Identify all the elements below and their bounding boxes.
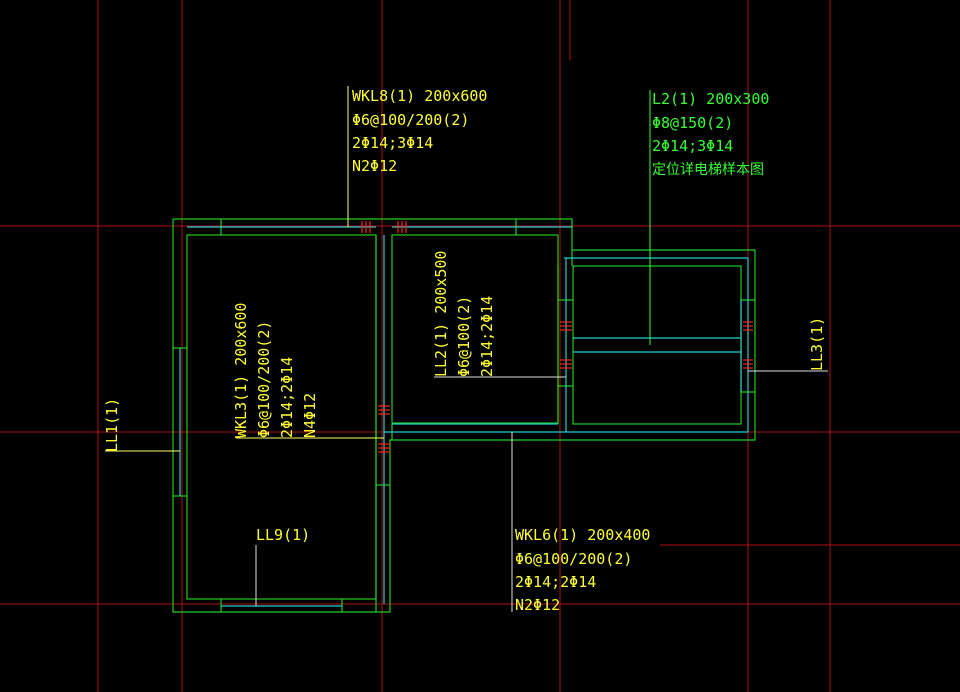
wkl6-line1: WKL6(1) 200x400 [515, 526, 650, 544]
wkl6-line4: N2Φ12 [515, 596, 560, 614]
wkl3-line2: Φ6@100/200(2) [255, 321, 273, 438]
annotation-wkl8: WKL8(1) 200x600 Φ6@100/200(2) 2Φ14;3Φ14 … [352, 87, 487, 175]
annotation-ll2: LL2(1) 200x500 Φ6@100(2) 2Φ14;2Φ14 [432, 251, 496, 377]
wkl3-line4: N4Φ12 [301, 393, 319, 438]
annotation-ll9: LL9(1) [256, 526, 310, 544]
outer-wall-outline [172, 218, 756, 613]
wkl8-line4: N2Φ12 [352, 157, 397, 175]
rebar-mark-right-1 [560, 321, 572, 331]
rebar-marks [361, 221, 753, 453]
rebar-mark-right-2 [560, 359, 572, 369]
beams [179, 226, 749, 607]
l2-line2: Φ8@150(2) [652, 114, 733, 132]
wkl6-line2: Φ6@100/200(2) [515, 550, 632, 568]
annotation-wkl6: WKL6(1) 200x400 Φ6@100/200(2) 2Φ14;2Φ14 … [515, 526, 650, 614]
wkl8-line1: WKL8(1) 200x600 [352, 87, 487, 105]
annotation-l2: L2(1) 200x300 Φ8@150(2) 2Φ14;3Φ14 定位详电梯样… [652, 90, 769, 178]
ll2-line3: 2Φ14;2Φ14 [478, 296, 496, 377]
wkl3-line1: WKL3(1) 200x600 [232, 303, 250, 438]
room-right-inner [572, 265, 742, 425]
l2-line4: 定位详电梯样本图 [652, 162, 764, 178]
room-middle-inner [391, 234, 559, 424]
rebar-mark-far-right-2 [743, 359, 753, 369]
ll3-line1: LL3(1) [808, 317, 826, 371]
ll2-line1: LL2(1) 200x500 [432, 251, 450, 377]
wkl8-line2: Φ6@100/200(2) [352, 111, 469, 129]
rebar-mark-top-2 [397, 221, 407, 233]
ll2-line2: Φ6@100(2) [455, 296, 473, 377]
wkl6-line3: 2Φ14;2Φ14 [515, 573, 596, 591]
rebar-mark-top-1 [361, 221, 371, 233]
annotation-ll3: LL3(1) [808, 317, 826, 371]
l2-line1: L2(1) 200x300 [652, 90, 769, 108]
ll9-line1: LL9(1) [256, 526, 310, 544]
wkl3-line3: 2Φ14;2Φ14 [278, 357, 296, 438]
annotation-wkl3: WKL3(1) 200x600 Φ6@100/200(2) 2Φ14;2Φ14 … [232, 303, 319, 438]
rebar-mark-far-right-1 [743, 321, 753, 331]
rebar-mark-mid-2 [378, 443, 390, 453]
wkl8-line3: 2Φ14;3Φ14 [352, 134, 433, 152]
annotation-ll1: LL1(1) [103, 398, 121, 452]
rebar-mark-mid-1 [378, 405, 390, 415]
walls-outer [172, 218, 756, 613]
leader-lines [105, 86, 828, 612]
l2-line3: 2Φ14;3Φ14 [652, 137, 733, 155]
ll1-line1: LL1(1) [103, 398, 121, 452]
